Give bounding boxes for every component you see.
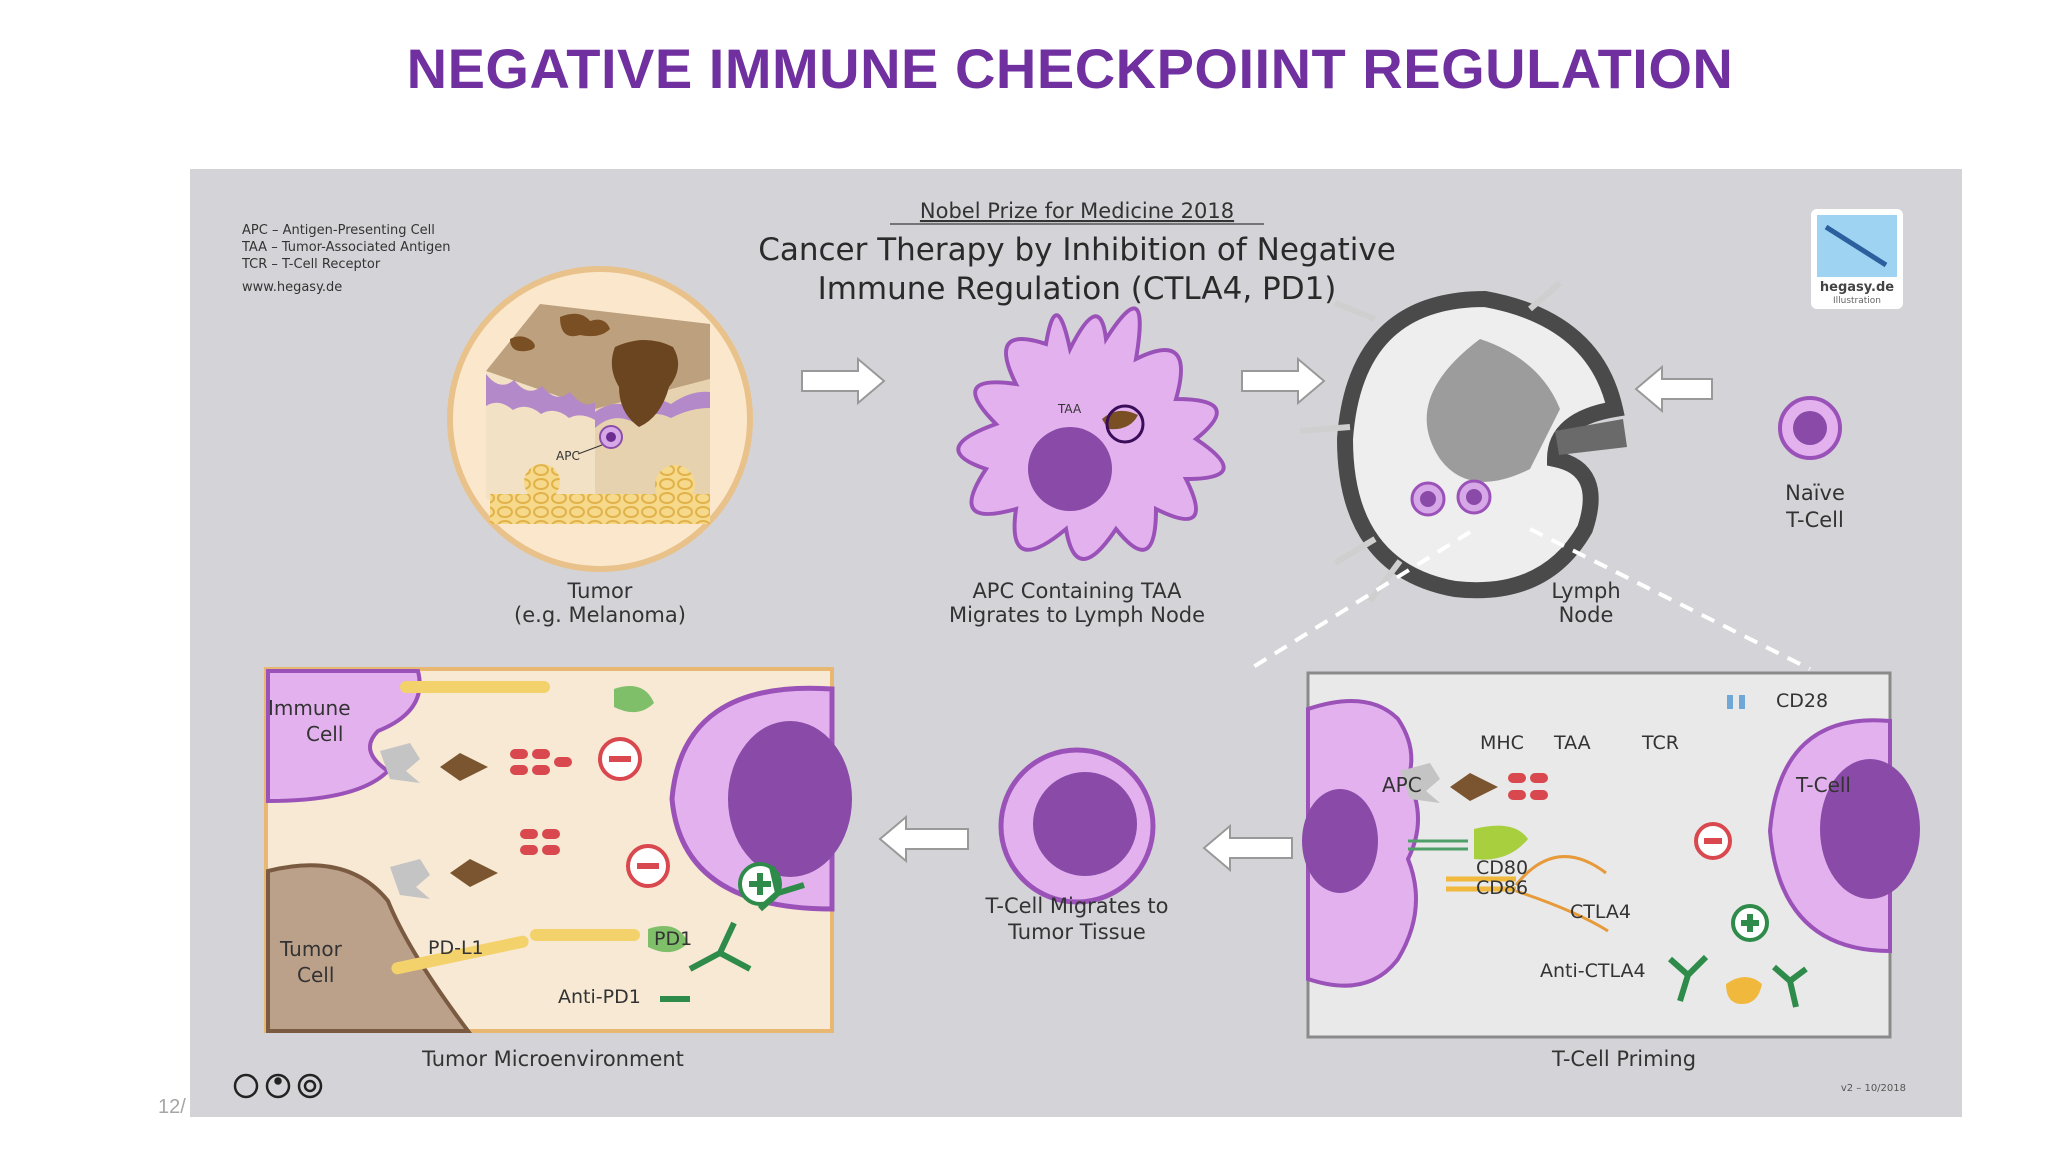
anti-pd1-label: Anti-PD1 — [558, 986, 641, 1008]
arrow-left-icon — [878, 814, 969, 864]
abbreviation-legend: APC – Antigen-Presenting Cell TAA – Tumo… — [241, 223, 451, 295]
migrates-label-sub: Tumor Tissue — [1007, 920, 1146, 944]
mhc-label: MHC — [1480, 732, 1524, 754]
priming-taa-label: TAA — [1553, 732, 1591, 754]
cd80-label: CD80 — [1476, 857, 1528, 879]
tcell-priming-panel — [1302, 671, 1920, 1039]
tumor-cell-label: Tumor — [279, 937, 343, 961]
migrates-label: T-Cell Migrates to — [984, 894, 1168, 918]
arrow-right-icon — [1241, 356, 1326, 406]
immune-cell-label: Immune — [268, 696, 351, 720]
hegasy-logo: hegasy.de Illustration — [1811, 209, 1903, 309]
ctla4-label: CTLA4 — [1570, 901, 1631, 923]
tcr-label: TCR — [1641, 732, 1679, 754]
arrow-left-icon — [1634, 364, 1713, 414]
apc-taa-tag: TAA — [1057, 402, 1082, 416]
priming-tcell-label: T-Cell — [1795, 773, 1851, 797]
logo-name: hegasy.de — [1820, 280, 1894, 295]
apc-migration-label: APC Containing TAA — [972, 579, 1182, 603]
figure-header: Nobel Prize for Medicine 2018 — [920, 199, 1234, 223]
lymph-node — [1299, 280, 1627, 603]
tumor-microenvironment-title: Tumor Microenvironment — [421, 1047, 684, 1071]
migrating-t-cell — [998, 747, 1156, 905]
arrow-left-icon — [1202, 823, 1293, 873]
immune-cell-label-sub: Cell — [306, 722, 343, 746]
pd1-label: PD1 — [654, 928, 692, 950]
legend-website: www.hegasy.de — [242, 280, 342, 295]
apc-dendritic-cell: TAA — [956, 306, 1226, 561]
apc-migration-label-sub: Migrates to Lymph Node — [949, 603, 1205, 627]
license-icons — [233, 1073, 323, 1099]
lymph-node-label-sub: Node — [1559, 603, 1614, 627]
by-icon — [265, 1073, 291, 1099]
slide-title: NEGATIVE IMMUNE CHECKPOIINT REGULATION — [406, 37, 1734, 100]
figure-title-line1: Cancer Therapy by Inhibition of Negative — [758, 232, 1396, 268]
cc-icon — [233, 1073, 259, 1099]
priming-apc-label: APC — [1382, 773, 1422, 797]
naive-t-cell — [1778, 396, 1842, 460]
tumor-illustration: APC — [447, 266, 753, 572]
version-tag: v2 – 10/2018 — [1841, 1083, 1906, 1094]
tumor-microenvironment-panel — [264, 667, 852, 1033]
anti-ctla4-label: Anti-CTLA4 — [1540, 960, 1646, 982]
naive-tcell-label: Naïve — [1785, 481, 1845, 505]
tumor-label: Tumor — [567, 579, 633, 603]
pdl1-label: PD-L1 — [428, 937, 484, 959]
logo-sub: Illustration — [1833, 296, 1881, 306]
cd28-label: CD28 — [1776, 690, 1828, 712]
legend-taa: TAA – Tumor-Associated Antigen — [241, 240, 451, 255]
lymph-node-label: Lymph — [1551, 579, 1620, 603]
arrow-right-icon — [801, 356, 886, 406]
nc-icon — [297, 1073, 323, 1099]
tumor-apc-tag: APC — [556, 449, 580, 463]
figure-title-line2: Immune Regulation (CTLA4, PD1) — [818, 271, 1337, 307]
tumor-cell-label-sub: Cell — [297, 963, 334, 987]
date-footer: 12/ — [158, 1096, 186, 1118]
naive-tcell-label-sub: T-Cell — [1785, 508, 1844, 532]
checkpoint-diagram: APC – Antigen-Presenting Cell TAA – Tumo… — [190, 169, 1962, 1117]
cd86-label: CD86 — [1476, 877, 1528, 899]
tumor-label-sub: (e.g. Melanoma) — [514, 603, 686, 627]
legend-tcr: TCR – T-Cell Receptor — [241, 257, 381, 272]
tcell-priming-title: T-Cell Priming — [1551, 1047, 1696, 1071]
legend-apc: APC – Antigen-Presenting Cell — [242, 223, 435, 238]
